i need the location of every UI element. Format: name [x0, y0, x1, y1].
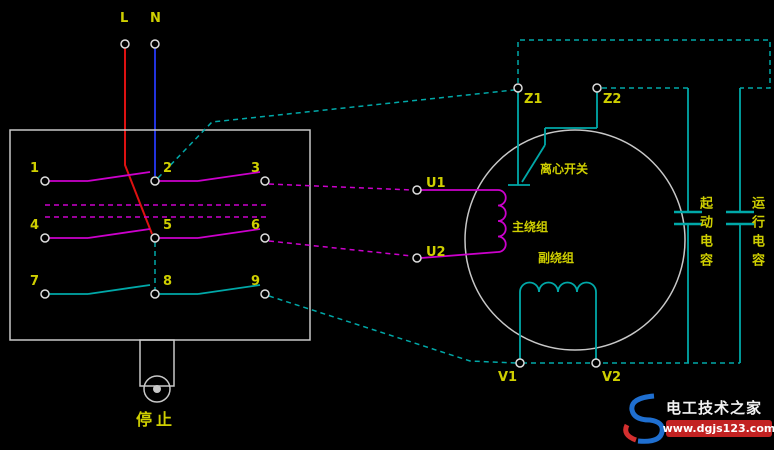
motor-terminals: [412, 83, 602, 368]
terminal-u1: [412, 185, 422, 195]
main-winding-coil: [420, 189, 507, 259]
power-input: [120, 39, 160, 235]
terminal-label-4: 4: [30, 218, 40, 233]
centrifugal-switch-symbol: [508, 92, 598, 186]
terminal-label-1: 1: [30, 161, 40, 176]
switch-row-3: [49, 284, 261, 295]
terminal-label-z2: Z2: [603, 92, 622, 107]
aux-winding-label: 副绕组: [538, 251, 575, 265]
watermark-title: 电工技术之家: [666, 399, 763, 417]
terminal-label-7: 7: [30, 274, 40, 289]
label-line-l: L: [120, 11, 129, 26]
terminal-label-2: 2: [163, 161, 173, 176]
run-capacitor-label: 运行电容: [749, 196, 764, 272]
terminal-label-9: 9: [251, 274, 261, 289]
wire-z1-top-rail: [517, 39, 771, 89]
motor-body-circle: [464, 129, 686, 351]
terminal-label-3: 3: [251, 161, 261, 176]
terminal-v1: [515, 358, 525, 368]
terminal-label-5: 5: [163, 218, 173, 233]
terminal-label-u1: U1: [426, 176, 446, 191]
terminal-label-8: 8: [163, 274, 173, 289]
terminal-v2: [591, 358, 601, 368]
switch-row-2: [49, 228, 261, 239]
terminal-z2: [592, 83, 602, 93]
stop-label: 停止: [136, 410, 177, 429]
watermark-url: www.dgjs123.com: [662, 420, 774, 437]
stop-button-symbol: [139, 339, 175, 403]
switch-terminals: [40, 176, 270, 299]
watermark-logo: [623, 393, 665, 444]
wire-t2-to-z1: [157, 89, 515, 179]
main-winding-label: 主绕组: [512, 220, 549, 234]
switch-row-1: [49, 171, 261, 182]
terminal-label-v2: V2: [602, 370, 622, 385]
terminal-label-u2: U2: [426, 245, 446, 260]
label-neutral-n: N: [150, 11, 161, 26]
switch-box: [9, 129, 311, 403]
motor: [412, 83, 686, 368]
wire-t6-to-u2: [268, 240, 413, 257]
neutral-terminal: [150, 39, 160, 49]
terminal-label-z1: Z1: [524, 92, 543, 107]
centrifugal-switch-label: 离心开关: [540, 162, 589, 176]
aux-winding-coil: [519, 281, 597, 360]
interconnect-wires: [157, 39, 771, 364]
terminal-label-6: 6: [251, 218, 261, 233]
start-capacitor-label: 起动电容: [697, 196, 712, 272]
run-capacitor-symbol: [726, 88, 754, 363]
terminal-u2: [412, 253, 422, 263]
wire-t3-to-u1: [268, 183, 413, 191]
wire-t9-to-v1: [268, 295, 517, 364]
start-capacitor-symbol: [674, 88, 702, 363]
terminal-z1: [513, 83, 523, 93]
live-terminal: [120, 39, 130, 49]
live-wire: [124, 48, 153, 235]
terminal-label-v1: V1: [498, 370, 518, 385]
